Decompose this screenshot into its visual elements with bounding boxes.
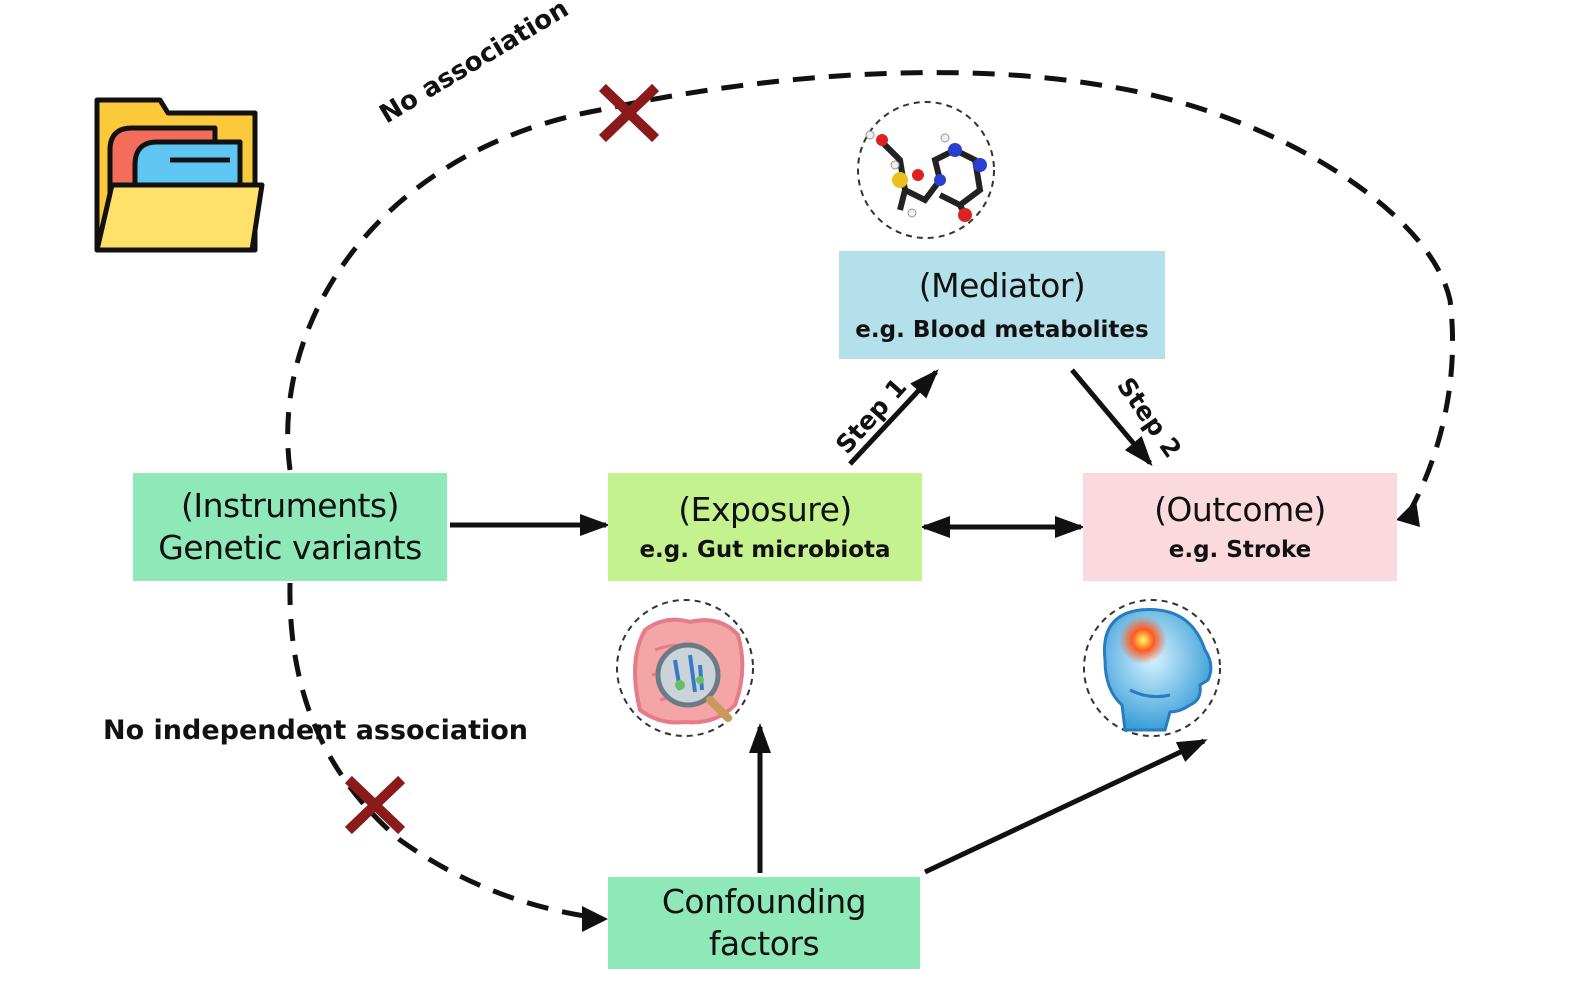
arrow-confounding-outcome (923, 738, 1208, 875)
brain-icon (1083, 599, 1221, 737)
confounding-line1: Confounding (661, 882, 867, 921)
arrow-step2 (1070, 368, 1153, 467)
exposure-title: (Exposure) (678, 490, 852, 529)
exposure-box: (Exposure) e.g. Gut microbiota (608, 473, 922, 581)
mediator-box: (Mediator) e.g. Blood metabolites (839, 251, 1165, 359)
molecule-icon (857, 101, 995, 239)
instruments-subtitle: Genetic variants (158, 528, 422, 567)
confounding-box: Confounding factors (608, 877, 920, 969)
outcome-box: (Outcome) e.g. Stroke (1083, 473, 1397, 581)
no-association-arrowhead (1396, 500, 1420, 527)
intestine-icon (616, 599, 754, 737)
outcome-title: (Outcome) (1154, 490, 1326, 529)
arrow-step1 (848, 369, 939, 466)
no-association-path (285, 70, 1456, 522)
cross-mark-icon (344, 775, 406, 835)
folder-icon (94, 97, 265, 253)
cross-mark-icon (598, 83, 660, 143)
mediator-title: (Mediator) (918, 266, 1086, 305)
no-independent-association-label: No independent association (103, 715, 529, 746)
no-independent-association-path (287, 582, 599, 921)
no-independent-association-arrowhead (582, 906, 608, 932)
instruments-title: (Instruments) (180, 486, 400, 525)
confounding-line2: factors (708, 924, 820, 963)
instruments-box: (Instruments) Genetic variants (133, 473, 447, 581)
mediator-subtitle: e.g. Blood metabolites (855, 317, 1149, 343)
exposure-subtitle: e.g. Gut microbiota (639, 537, 891, 563)
outcome-subtitle: e.g. Stroke (1168, 537, 1312, 563)
